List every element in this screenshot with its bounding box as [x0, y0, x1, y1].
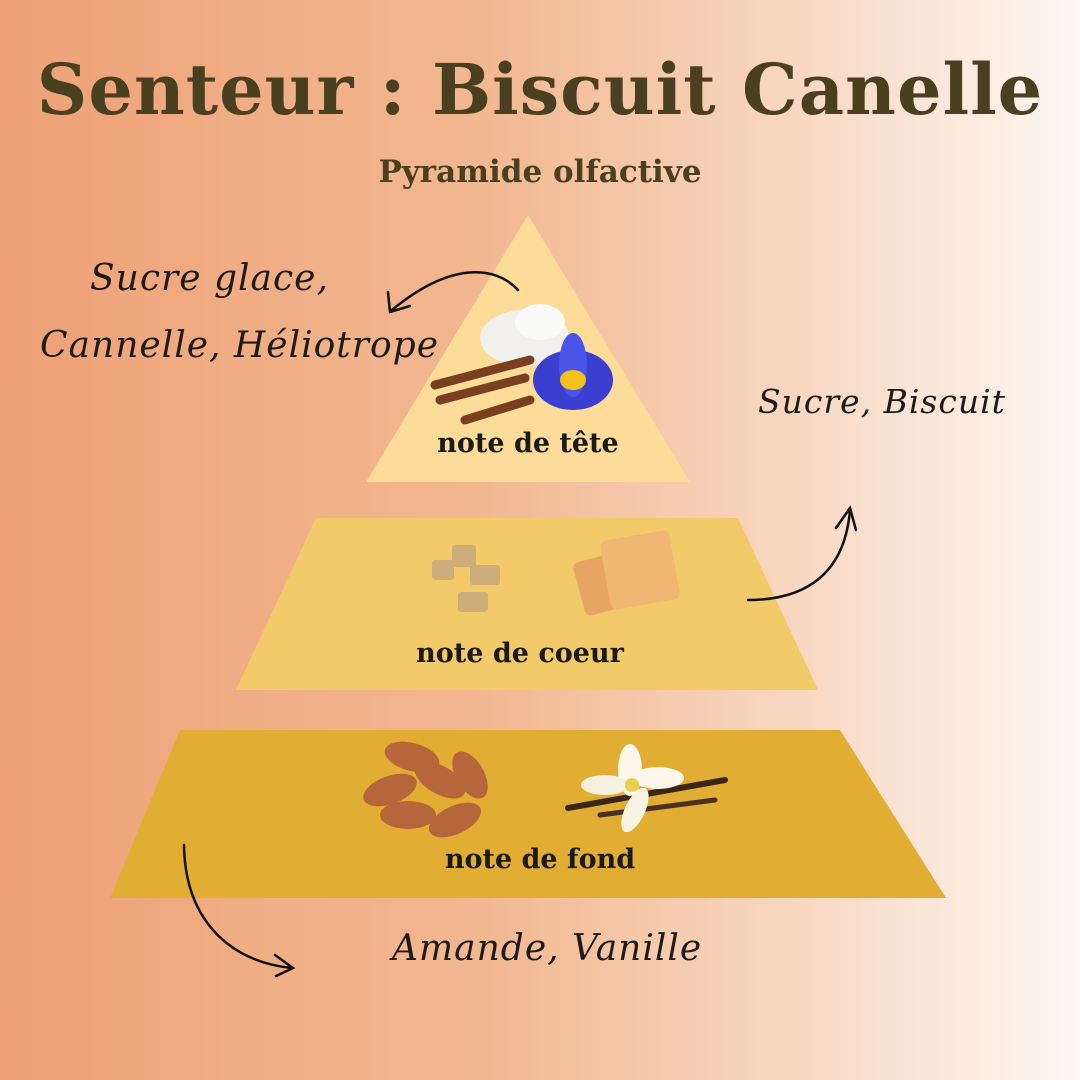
cinnamon-icon: [430, 355, 535, 425]
biscuit-icon: [573, 530, 680, 616]
powdered-sugar-icon: [480, 304, 570, 366]
tier-label-bottom: note de fond: [444, 844, 636, 875]
arrow-middle-head-icon: [834, 505, 858, 532]
heliotrope-flower-icon: [533, 333, 613, 410]
pyramid-bottom-tier: [110, 730, 946, 898]
almond-icon: [363, 741, 488, 838]
tier-label-top: note de tête: [437, 428, 619, 459]
tier-label-middle: note de coeur: [416, 638, 624, 669]
arrow-middle-icon: [746, 508, 852, 602]
page-title: Senteur : Biscuit Canelle: [36, 48, 1044, 131]
vanilla-icon: [565, 744, 728, 833]
top-notes-line1: Sucre glace,: [90, 258, 329, 299]
middle-notes: Sucre, Biscuit: [758, 382, 1006, 421]
brown-sugar-icon: [432, 545, 500, 612]
arrow-bottom-head-icon: [273, 953, 296, 978]
arrow-top-head-icon: [386, 290, 412, 314]
arrow-top-icon: [390, 271, 520, 312]
top-notes-line2: Cannelle, Héliotrope: [40, 325, 440, 366]
arrow-bottom-icon: [182, 843, 294, 970]
page-subtitle: Pyramide olfactive: [378, 154, 702, 190]
base-notes: Amande, Vanille: [392, 928, 703, 969]
